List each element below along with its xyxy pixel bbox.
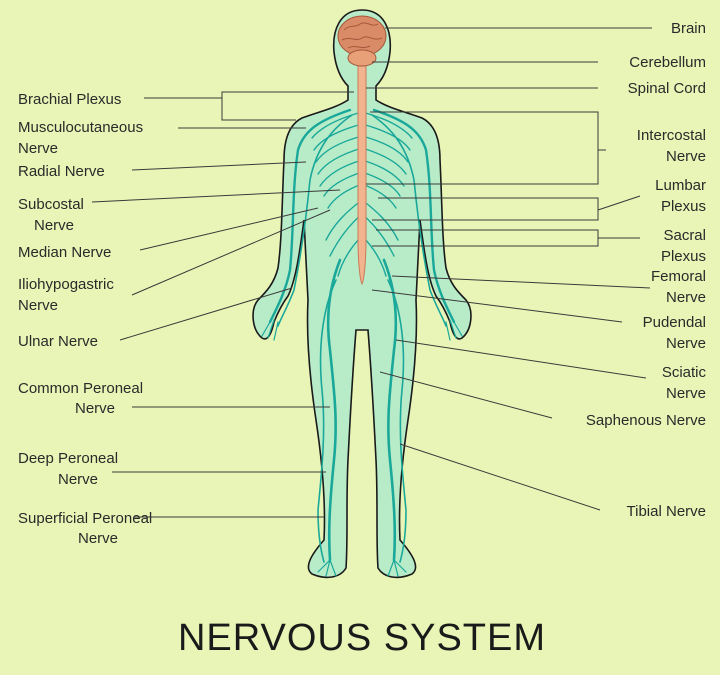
label-superficial-peroneal-2: Nerve (78, 530, 118, 547)
label-saphenous: Saphenous Nerve (586, 412, 706, 429)
label-radial: Radial Nerve (18, 163, 105, 180)
nerve-network (261, 108, 463, 577)
body-silhouette (252, 9, 472, 579)
label-intercostal-2: Nerve (666, 148, 706, 165)
label-brachial-plexus: Brachial Plexus (18, 91, 121, 108)
label-deep-peroneal-1: Deep Peroneal (18, 450, 118, 467)
right-labels: Brain Cerebellum Spinal Cord Intercostal… (586, 20, 707, 520)
label-tibial: Tibial Nerve (627, 503, 706, 520)
label-superficial-peroneal-1: Superficial Peroneal (18, 510, 152, 527)
label-median: Median Nerve (18, 244, 111, 261)
label-sciatic-2: Nerve (666, 385, 706, 402)
leader-lines (91, 27, 652, 518)
label-subcostal-1: Subcostal (18, 196, 84, 213)
label-pudendal-2: Nerve (666, 335, 706, 352)
label-lumbar-1: Lumbar (655, 177, 706, 194)
label-musculocutaneous-2: Nerve (18, 140, 58, 157)
diagram-title: NERVOUS SYSTEM (178, 617, 546, 659)
label-cerebellum: Cerebellum (629, 54, 706, 71)
left-labels: Brachial Plexus Musculocutaneous Nerve R… (18, 91, 152, 547)
label-sciatic-1: Sciatic (662, 364, 707, 381)
label-iliohypogastric-2: Nerve (18, 297, 58, 314)
label-pudendal-1: Pudendal (643, 314, 706, 331)
label-iliohypogastric-1: Iliohypogastric (18, 276, 114, 293)
label-common-peroneal-2: Nerve (75, 400, 115, 417)
label-subcostal-2: Nerve (34, 217, 74, 234)
label-sacral-2: Plexus (661, 248, 706, 265)
label-brain: Brain (671, 20, 706, 37)
label-musculocutaneous-1: Musculocutaneous (18, 119, 143, 136)
label-femoral-2: Nerve (666, 289, 706, 306)
label-femoral-1: Femoral (651, 268, 706, 285)
spinal-cord (357, 59, 367, 286)
brain (337, 15, 387, 67)
label-deep-peroneal-2: Nerve (58, 471, 98, 488)
label-sacral-1: Sacral (663, 227, 706, 244)
label-lumbar-2: Plexus (661, 198, 706, 215)
label-spinal-cord: Spinal Cord (628, 80, 706, 97)
label-intercostal-1: Intercostal (637, 127, 706, 144)
label-ulnar: Ulnar Nerve (18, 333, 98, 350)
label-common-peroneal-1: Common Peroneal (18, 380, 143, 397)
